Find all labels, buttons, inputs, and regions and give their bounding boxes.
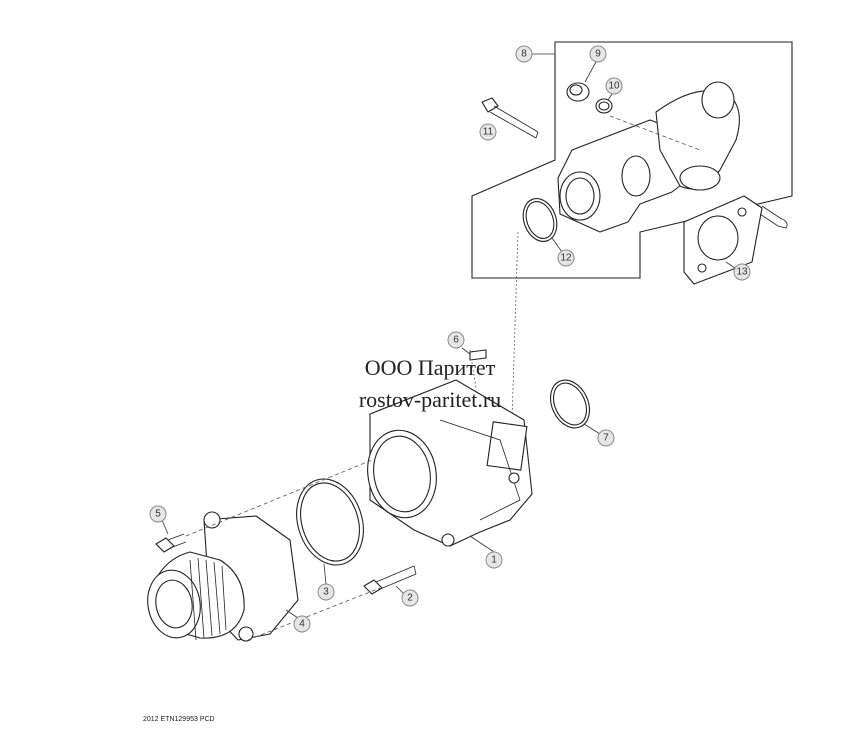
callout-7: 7: [597, 429, 615, 447]
watermark: ООО Паритет rostov-paritet.ru: [300, 352, 560, 416]
oring-3: [296, 478, 364, 585]
svg-text:9: 9: [595, 49, 601, 60]
callout-9: 9: [589, 45, 607, 63]
svg-text:2: 2: [407, 593, 413, 604]
callout-6: 6: [447, 331, 465, 349]
bolt-2: [363, 565, 417, 595]
alignment-line: [511, 231, 519, 421]
alignment-dash-b: [247, 587, 381, 641]
svg-text:4: 4: [299, 619, 305, 630]
callout-3: 3: [317, 583, 335, 601]
bolt-11: [481, 97, 539, 139]
callout-11: 11: [479, 123, 497, 141]
svg-text:11: 11: [483, 127, 494, 138]
watermark-company: ООО Паритет: [364, 355, 496, 380]
callout-13: 13: [733, 263, 751, 281]
bolt-5: [155, 519, 187, 553]
svg-text:6: 6: [453, 335, 459, 346]
svg-text:13: 13: [736, 267, 748, 278]
callout-10: 10: [605, 77, 623, 95]
callout-1: 1: [485, 551, 503, 569]
drawing-code: 2012 ETN129953 PCD: [143, 716, 215, 723]
callout-2: 2: [401, 589, 419, 607]
svg-text:10: 10: [608, 81, 620, 92]
svg-text:1: 1: [491, 555, 497, 566]
alignment-dash-a: [185, 459, 373, 537]
cap-9: [566, 61, 597, 102]
pump-housing-1: [367, 379, 533, 553]
svg-text:7: 7: [603, 433, 609, 444]
thermostat-housing: [557, 81, 740, 233]
water-pump-4: [147, 511, 299, 642]
svg-text:8: 8: [521, 49, 527, 60]
svg-text:3: 3: [323, 587, 329, 598]
gasket-13: [683, 195, 788, 285]
oring-7: [550, 379, 601, 435]
oring-10: [595, 93, 613, 114]
callout-8: 8: [515, 45, 533, 63]
callout-12: 12: [557, 249, 575, 267]
bolt-6: [461, 347, 487, 389]
watermark-website: rostov-paritet.ru: [358, 387, 502, 412]
assembly-8-frame: [471, 41, 793, 279]
svg-text:5: 5: [155, 509, 161, 520]
callout-4: 4: [293, 615, 311, 633]
oring-12: [522, 198, 563, 253]
svg-text:12: 12: [560, 253, 572, 264]
callout-5: 5: [149, 505, 167, 523]
